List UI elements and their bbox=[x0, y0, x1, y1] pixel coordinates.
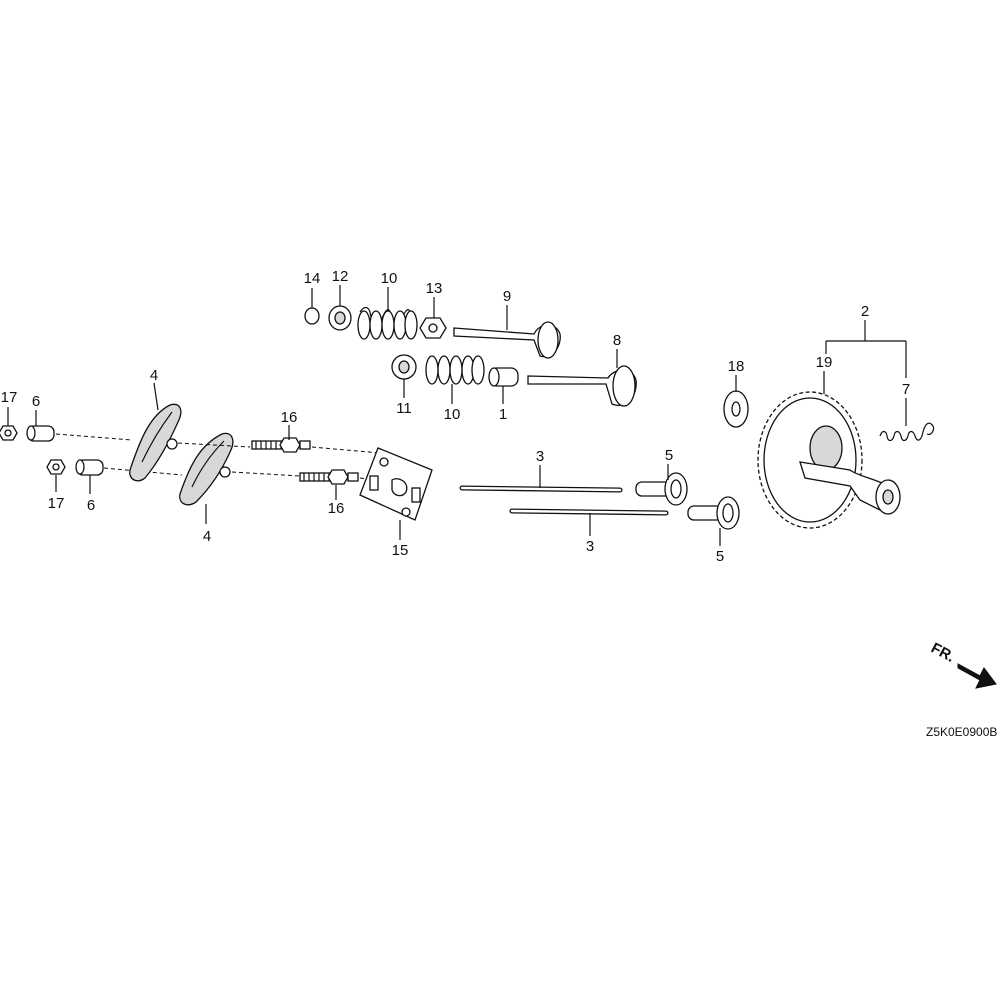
camshaft-gear-part-19 bbox=[757, 391, 901, 529]
callout-15: 15 bbox=[392, 542, 409, 559]
tappet-part-5-upper bbox=[635, 472, 688, 506]
guide-plate-part-15 bbox=[359, 447, 433, 521]
callout-3: 3 bbox=[536, 448, 544, 465]
rocker-arm-part-4-lower bbox=[179, 432, 234, 506]
callout-10: 10 bbox=[381, 270, 398, 287]
callout-19: 19 bbox=[816, 354, 833, 371]
retainer-part-12 bbox=[328, 305, 352, 331]
callout-9: 9 bbox=[503, 288, 511, 305]
front-direction-marker: FR. bbox=[928, 640, 997, 689]
callout-17: 17 bbox=[1, 389, 18, 406]
callout-17: 17 bbox=[48, 495, 65, 512]
callout-6: 6 bbox=[87, 497, 95, 514]
push-rod-part-3-lower bbox=[509, 508, 669, 516]
valve-part-9 bbox=[453, 321, 561, 359]
dash-line bbox=[177, 442, 251, 448]
valve-cotter-part-14 bbox=[304, 307, 320, 325]
front-label: FR. bbox=[928, 640, 957, 666]
spring-seat-part-13 bbox=[419, 317, 447, 339]
valve-spring-part-10-upper bbox=[357, 306, 418, 340]
push-rod-part-3-upper bbox=[459, 485, 623, 493]
drawing-code: Z5K0E0900B bbox=[926, 725, 997, 739]
tappet-part-5-lower bbox=[687, 496, 740, 530]
nut-part-17-lower bbox=[46, 459, 66, 475]
callout-8: 8 bbox=[613, 332, 621, 349]
callout-11: 11 bbox=[396, 400, 412, 417]
leader-lines bbox=[7, 285, 907, 546]
callout-7: 7 bbox=[902, 381, 910, 398]
callout-4: 4 bbox=[150, 367, 158, 384]
callout-16: 16 bbox=[281, 409, 298, 426]
spring-part-7 bbox=[879, 422, 935, 442]
callout-6: 6 bbox=[32, 393, 40, 410]
callout-3: 3 bbox=[586, 538, 594, 555]
valve-rotator-part-1 bbox=[488, 367, 519, 387]
valve-part-8 bbox=[527, 365, 637, 407]
dash-line bbox=[103, 467, 183, 476]
valve-spring-part-10-lower bbox=[425, 355, 485, 385]
callout-1: 1 bbox=[499, 406, 507, 423]
retainer-part-11 bbox=[391, 354, 417, 380]
dash-line bbox=[231, 471, 301, 477]
callout-5: 5 bbox=[665, 447, 673, 464]
collar-part-6-lower bbox=[75, 459, 104, 476]
callout-14: 14 bbox=[304, 270, 321, 287]
nut-part-17-upper bbox=[0, 425, 18, 441]
callout-16: 16 bbox=[328, 500, 345, 517]
callout-12: 12 bbox=[332, 268, 349, 285]
callout-2: 2 bbox=[861, 303, 869, 320]
collar-part-6-upper bbox=[26, 425, 55, 442]
dash-line bbox=[55, 433, 133, 441]
callout-4: 4 bbox=[203, 528, 211, 545]
callout-5: 5 bbox=[716, 548, 724, 565]
dash-line bbox=[311, 446, 381, 454]
washer-part-18 bbox=[723, 390, 749, 428]
callout-10: 10 bbox=[444, 406, 461, 423]
rocker-arm-part-4-upper bbox=[129, 403, 182, 482]
callout-13: 13 bbox=[426, 280, 443, 297]
stud-bolt-part-16-upper bbox=[251, 437, 311, 453]
stud-bolt-part-16-lower bbox=[299, 469, 359, 485]
front-arrow-icon bbox=[957, 663, 997, 689]
callout-18: 18 bbox=[728, 358, 745, 375]
